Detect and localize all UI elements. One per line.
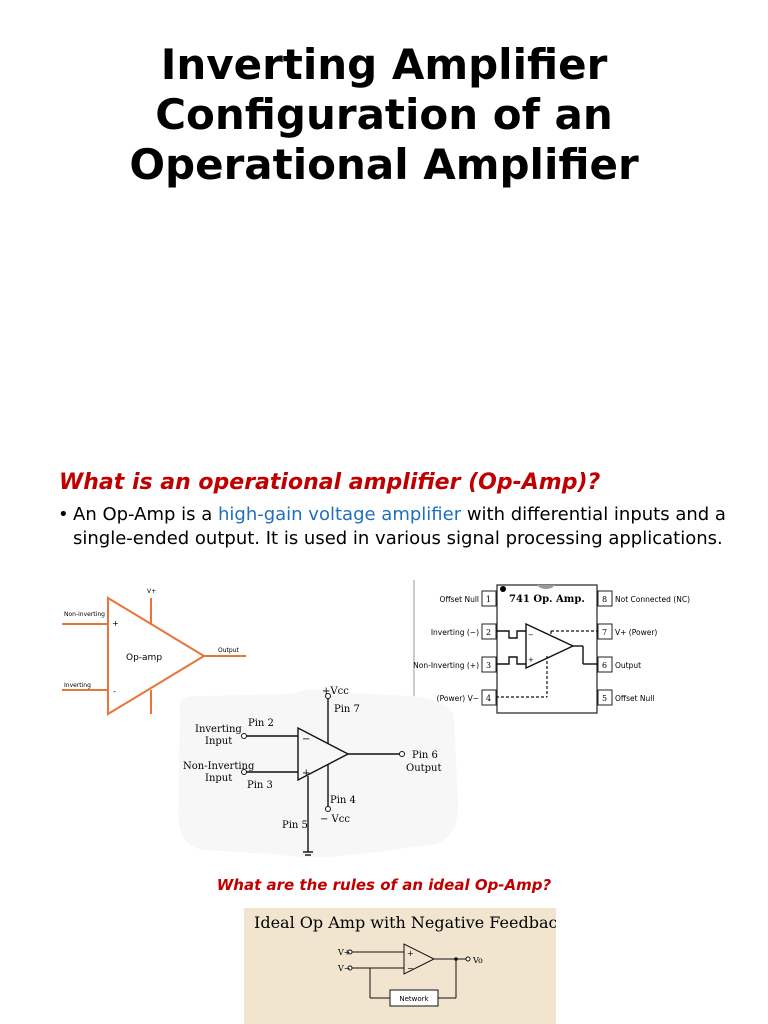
pin-label: V+ (Power) <box>615 628 657 637</box>
opamp-pins-figure: − + +Vcc Pin 7 Pin 2 Inverting Input Non… <box>178 686 459 857</box>
output-label: Output <box>218 647 239 654</box>
ideal-vout-label: Vo <box>472 956 483 965</box>
ic-minus-sign: − <box>528 631 534 639</box>
minus-sign: - <box>113 687 116 696</box>
page-title: Inverting Amplifier Configuration of an … <box>0 40 768 190</box>
opamp-symbol-figure: V+ V- Non-inverting Inverting + - Op-amp… <box>62 588 246 716</box>
pin-label: Non-Inverting (+) <box>413 661 479 670</box>
inverting-input-label-2: Input <box>205 736 232 747</box>
pin-label: Output <box>615 661 641 670</box>
plus-sign: + <box>112 619 119 628</box>
title-line-1: Inverting Amplifier <box>160 40 608 89</box>
section-heading-what-is-opamp: What is an operational amplifier (Op-Amp… <box>59 470 601 495</box>
non-inverting-label: Non-inverting <box>64 611 105 618</box>
noninverting-input-label-1: Non-Inverting <box>183 761 255 772</box>
opamp-center-label: Op-amp <box>126 653 162 663</box>
bullet-symbol: • <box>58 504 69 525</box>
pin4-label: Pin 4 <box>330 795 356 806</box>
ideal-figure-title: Ideal Op Amp with Negative Feedback <box>254 913 556 932</box>
ideal-plus-sign: + <box>407 949 414 958</box>
ideal-vminus-label: V− <box>337 964 350 973</box>
pin7-label: Pin 7 <box>334 704 360 715</box>
noninverting-input-label-2: Input <box>205 773 232 784</box>
ideal-vplus-label: V+ <box>337 948 350 957</box>
pin6-label: Pin 6 <box>412 750 438 761</box>
pin-number: 3 <box>486 661 491 670</box>
pins-minus-sign: − <box>302 734 310 745</box>
ideal-minus-sign: − <box>407 964 414 973</box>
pin-number: 8 <box>602 595 607 604</box>
bullet-point: • An Op-Amp is a high-gain voltage ampli… <box>58 503 748 551</box>
highlight-link[interactable]: high-gain voltage amplifier <box>217 504 462 525</box>
pin-label: (Power) V− <box>437 694 479 703</box>
title-line-2: Configuration of an <box>155 90 613 139</box>
output-label: Output <box>406 763 442 774</box>
bullet-text-start: An Op-Amp is a <box>73 504 218 525</box>
pin-label: Offset Null <box>440 595 479 604</box>
pin-label: Not Connected (NC) <box>615 595 690 604</box>
pin-number: 4 <box>486 694 491 703</box>
pin5-label: Pin 5 <box>282 820 308 831</box>
section-heading-ideal-rules: What are the rules of an ideal Op-Amp? <box>216 876 552 894</box>
ic-741-pinout-figure: 741 Op. Amp. 1 2 3 4 8 7 6 5 Offset Null… <box>413 580 691 716</box>
pin-number: 5 <box>602 694 607 703</box>
bullet-text: An Op-Amp is a high-gain voltage amplifi… <box>58 503 748 551</box>
pin-label: Offset Null <box>615 694 654 703</box>
ic-title: 741 Op. Amp. <box>509 594 585 605</box>
vcc-top-label: +Vcc <box>322 686 349 697</box>
pin-label: Inverting (−) <box>431 628 479 637</box>
bullet-text-end: with differential inputs and a single-en… <box>73 504 726 549</box>
pins-plus-sign: + <box>302 768 310 779</box>
inverting-label: Inverting <box>64 682 91 689</box>
ideal-opamp-feedback-figure: Ideal Op Amp with Negative Feedback + − … <box>244 908 556 1024</box>
network-label: Network <box>399 995 429 1003</box>
title-line-3: Operational Amplifier <box>129 140 639 189</box>
pin-number: 1 <box>486 595 491 604</box>
pin-number: 2 <box>486 628 491 637</box>
pin-number: 6 <box>602 661 607 670</box>
pin-number: 7 <box>602 628 607 637</box>
pin3-label: Pin 3 <box>247 780 273 791</box>
ic-plus-sign: + <box>528 656 534 664</box>
vcc-bottom-label: − Vcc <box>320 814 350 825</box>
vplus-label: V+ <box>147 588 156 595</box>
inverting-input-label-1: Inverting <box>195 724 242 735</box>
pin2-label: Pin 2 <box>248 718 274 729</box>
